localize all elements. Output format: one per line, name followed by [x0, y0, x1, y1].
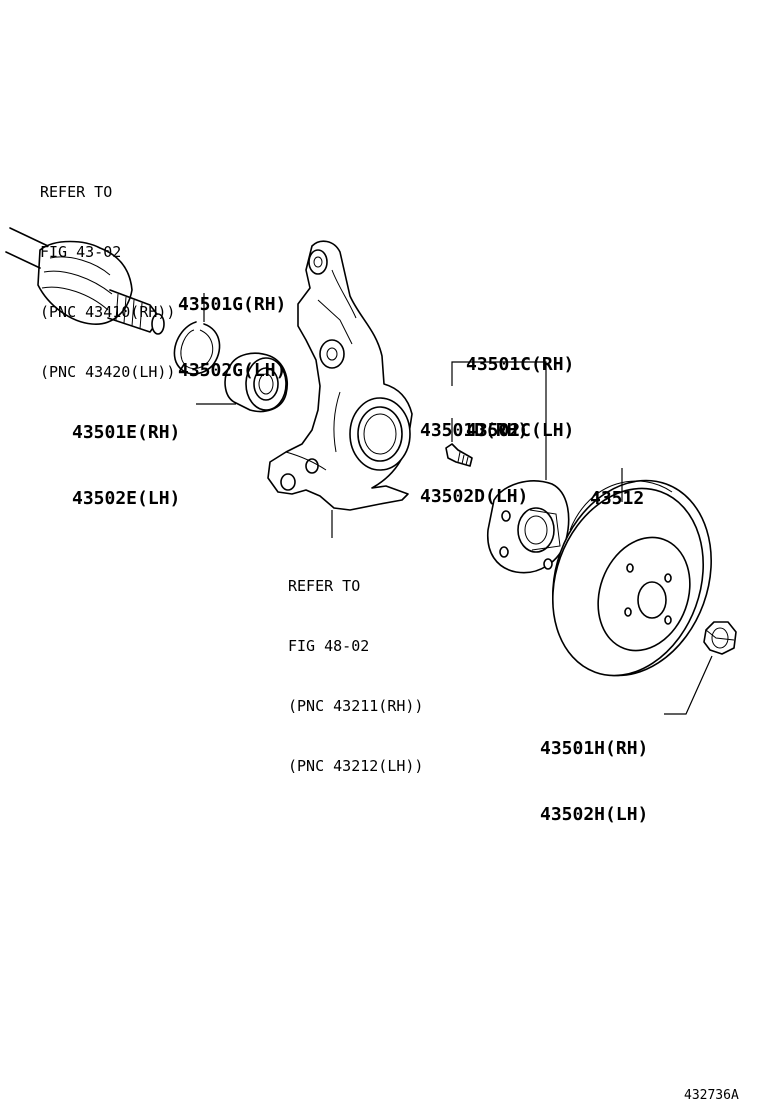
- hub-part-number[interactable]: 43501C(RH) 43502C(LH): [466, 310, 574, 486]
- part-number-rh: 43501G(RH): [178, 294, 287, 315]
- part-number-lh: 43502E(LH): [72, 488, 181, 509]
- note-line: FIG 48-02: [288, 637, 370, 655]
- part-number-lh: 43502D(LH): [420, 486, 529, 507]
- part-number-lh: 43502C(LH): [466, 420, 575, 441]
- drive-shaft-reference-note: REFER TO FIG 43-02 (PNC 43410(RH)) (PNC …: [40, 142, 175, 422]
- note-line: (PNC 43410(RH)): [40, 303, 176, 321]
- note-line: REFER TO: [40, 183, 113, 201]
- hub-nut: [664, 621, 737, 715]
- note-line: FIG 43-02: [40, 243, 122, 261]
- hub-bolt-part-number[interactable]: 43501D(RH) 43502D(LH): [420, 376, 528, 552]
- part-number-lh: 43502H(LH): [540, 804, 649, 825]
- knuckle-reference-note: REFER TO FIG 48-02 (PNC 43211(RH)) (PNC …: [288, 536, 423, 816]
- brake-disc: [551, 468, 712, 677]
- part-number-rh: 43501E(RH): [72, 422, 181, 443]
- steering-knuckle: [267, 240, 413, 538]
- part-number-rh: 43501C(RH): [466, 354, 575, 375]
- part-number: 43512: [590, 488, 645, 509]
- note-line: REFER TO: [288, 577, 361, 595]
- note-line: (PNC 43212(LH)): [288, 757, 424, 775]
- nut-part-number[interactable]: 43501H(RH) 43502H(LH): [540, 694, 648, 870]
- hub-bolt: [445, 418, 473, 467]
- note-line: (PNC 43211(RH)): [288, 697, 424, 715]
- snap-ring: [173, 293, 221, 375]
- figure-id: 432736A: [684, 1088, 739, 1103]
- disc-part-number[interactable]: 43512: [590, 444, 644, 554]
- snap-ring-part-number[interactable]: 43501G(RH) 43502G(LH): [178, 250, 286, 426]
- part-number-rh: 43501H(RH): [540, 738, 649, 759]
- wheel-bearing: [196, 352, 288, 413]
- part-number-rh: 43501D(RH): [420, 420, 529, 441]
- drive-shaft: [5, 227, 165, 335]
- part-number-lh: 43502G(LH): [178, 360, 287, 381]
- note-line: (PNC 43420(LH)): [40, 363, 176, 381]
- bearing-part-number[interactable]: 43501E(RH) 43502E(LH): [72, 378, 180, 554]
